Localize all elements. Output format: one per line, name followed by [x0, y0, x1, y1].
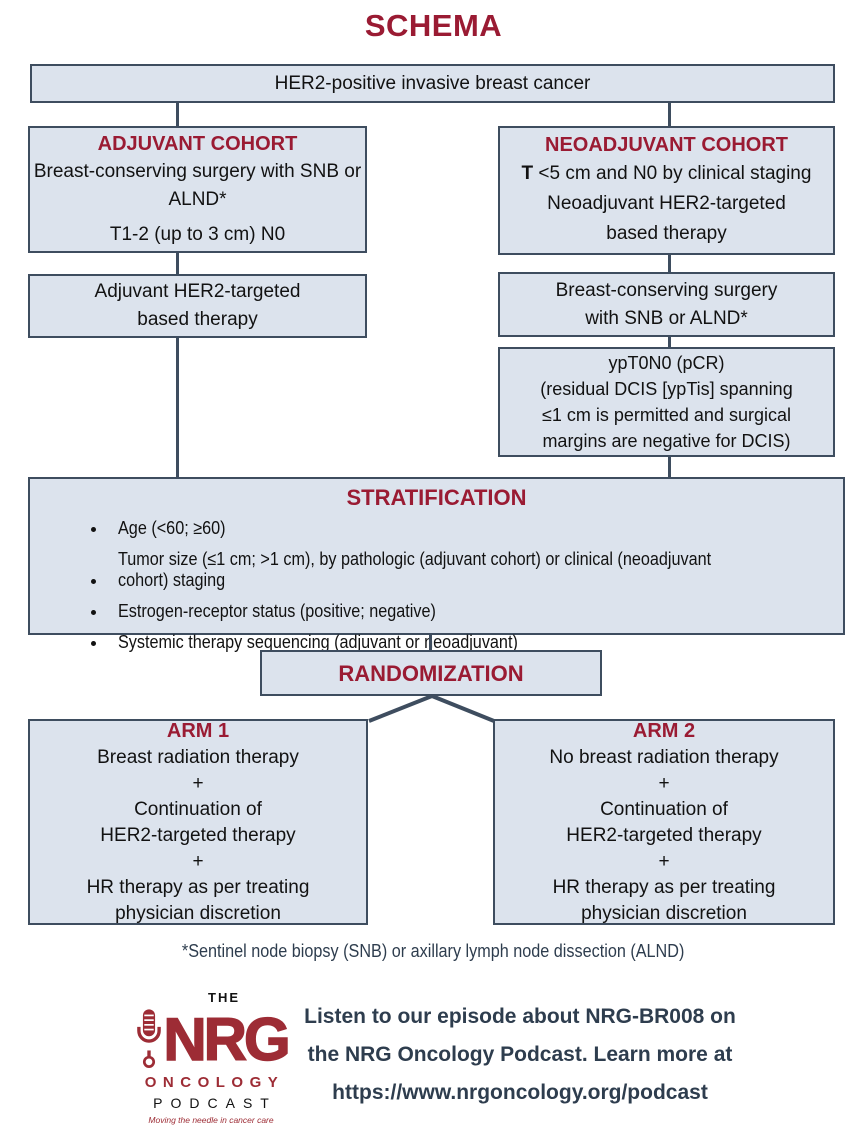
connector-neoadjuvant-to-surgery: [668, 255, 671, 272]
footnote: *Sentinel node biopsy (SNB) or axillary …: [0, 941, 867, 962]
box-randomization: RANDOMIZATION: [260, 650, 602, 696]
logo-word-oncology: ONCOLOGY: [144, 1074, 285, 1091]
arm1-line: physician discretion: [115, 902, 281, 924]
arm2-plus: +: [658, 772, 670, 794]
footnote-text: *Sentinel node biopsy (SNB) or axillary …: [182, 941, 685, 961]
pcr-line3: ≤1 cm is permitted and surgical: [542, 405, 791, 425]
box-pcr-criteria: ypT0N0 (pCR) (residual DCIS [ypTis] span…: [498, 347, 835, 457]
page-title: SCHEMA: [364, 8, 503, 43]
connector-randomization-to-arms: [368, 694, 495, 723]
stratification-item-tumor-size: Tumor size (≤1 cm; >1 cm), by pathologic…: [108, 549, 825, 591]
arm2-line: No breast radiation therapy: [549, 746, 779, 768]
promo-line2: the NRG Oncology Podcast. Learn more at: [307, 1043, 733, 1066]
neoadjuvant-staging-rest: <5 cm and N0 by clinical staging: [533, 163, 812, 184]
connector-her2-to-adjuvant: [176, 103, 179, 126]
connector-her2-to-neoadjuvant: [668, 103, 671, 126]
arm2-line: HER2-targeted therapy: [566, 824, 762, 846]
her2-diagnosis-text: HER2-positive invasive breast cancer: [274, 72, 591, 94]
arm1-heading: ARM 1: [166, 719, 230, 742]
box-neoadjuvant-cohort: NEOADJUVANT COHORT T <5 cm and N0 by cli…: [498, 126, 835, 255]
stratification-heading: STRATIFICATION: [346, 485, 527, 510]
promo-line1: Listen to our episode about NRG-BR008 on: [304, 1005, 736, 1028]
neoadjuvant-cohort-staging: T <5 cm and N0 by clinical staging: [522, 159, 812, 189]
connector-pcr-to-stratification: [668, 457, 671, 477]
logo-word-the: THE: [208, 990, 240, 1005]
stratification-list: Age (<60; ≥60) Tumor size (≤1 cm; >1 cm)…: [30, 518, 843, 663]
connector-surgery-to-pcr: [668, 337, 671, 347]
stratification-item-er-status: Estrogen-receptor status (positive; nega…: [108, 601, 825, 622]
arm1-plus: +: [192, 850, 204, 872]
pcr-line2: (residual DCIS [ypTis] spanning: [540, 379, 793, 399]
arm2-line: HR therapy as per treating: [552, 876, 776, 898]
connector-adjuvant-to-therapy: [176, 253, 179, 274]
neoadjuvant-staging-lead: T: [521, 163, 534, 184]
logo-main-row: NRG: [110, 1006, 312, 1070]
arm2-line: Continuation of: [600, 798, 728, 820]
box-breast-conserving-surgery: Breast-conserving surgery with SNB or AL…: [498, 272, 835, 337]
promo-url[interactable]: https://www.nrgoncology.org/podcast: [332, 1081, 708, 1104]
logo-tagline: Moving the needle in cancer care: [148, 1115, 274, 1125]
arm1-line: HR therapy as per treating: [86, 876, 310, 898]
arm2-line: physician discretion: [581, 902, 747, 924]
pcr-line4: margins are negative for DCIS): [542, 431, 791, 451]
arm1-line: HER2-targeted therapy: [100, 824, 296, 846]
adjuvant-cohort-surgery: Breast-conserving surgery with SNB or AL…: [33, 160, 362, 210]
box-adjuvant-cohort: ADJUVANT COHORT Breast-conserving surger…: [28, 126, 367, 253]
microphone-icon: [137, 1009, 162, 1068]
arm1-plus: +: [192, 772, 204, 794]
box-stratification: STRATIFICATION Age (<60; ≥60) Tumor size…: [28, 477, 845, 652]
arm2-heading: ARM 2: [632, 719, 696, 742]
box-her2-diagnosis: HER2-positive invasive breast cancer: [30, 64, 835, 103]
randomization-heading: RANDOMIZATION: [338, 660, 524, 686]
box-arm2: ARM 2 No breast radiation therapy + Cont…: [493, 719, 835, 925]
adjuvant-therapy-line2: based therapy: [137, 309, 258, 330]
nrg-podcast-logo: THE NRG ONCOLOGY PODCAST Moving the need…: [110, 990, 312, 1125]
box-arm1: ARM 1 Breast radiation therapy + Continu…: [28, 719, 368, 925]
arm2-plus: +: [658, 850, 670, 872]
logo-word-podcast: PODCAST: [153, 1095, 277, 1111]
arm1-line: Continuation of: [134, 798, 262, 820]
stratification-item-therapy-sequencing: Systemic therapy sequencing (adjuvant or…: [108, 632, 825, 653]
adjuvant-therapy-line1: Adjuvant HER2-targeted: [94, 281, 301, 302]
neoadjuvant-cohort-heading: NEOADJUVANT COHORT: [545, 134, 788, 156]
connector-stratification-to-randomization: [429, 635, 432, 650]
adjuvant-cohort-heading: ADJUVANT COHORT: [97, 132, 298, 155]
box-adjuvant-therapy: Adjuvant HER2-targeted based therapy: [28, 274, 367, 338]
stratification-item-age: Age (<60; ≥60): [108, 518, 825, 539]
pcr-line1: ypT0N0 (pCR): [608, 353, 725, 373]
bcs-line2: with SNB or ALND*: [585, 307, 748, 329]
bcs-line1: Breast-conserving surgery: [555, 279, 778, 301]
connector-adjuvant-therapy-to-stratification: [176, 338, 179, 477]
logo-word-nrg: NRG: [163, 1006, 292, 1073]
arm1-line: Breast radiation therapy: [97, 746, 299, 768]
podcast-promo: Listen to our episode about NRG-BR008 on…: [170, 998, 867, 1112]
neoadjuvant-therapy-line1: Neoadjuvant HER2-targeted: [547, 193, 786, 214]
neoadjuvant-therapy-line2: based therapy: [606, 223, 727, 244]
adjuvant-cohort-staging: T1-2 (up to 3 cm) N0: [109, 223, 286, 245]
